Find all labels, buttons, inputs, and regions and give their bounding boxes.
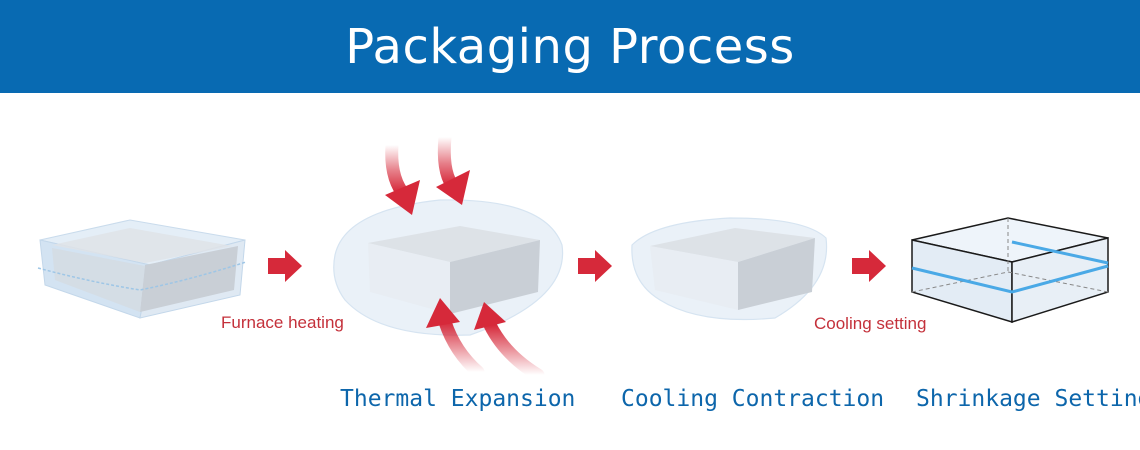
arrow-right-icon	[852, 250, 886, 282]
arrow-right-icon	[578, 250, 612, 282]
expanded-film-package	[333, 199, 564, 336]
wrapped-package	[37, 219, 247, 319]
process-diagram	[37, 130, 1109, 382]
page-title: Packaging Process	[345, 18, 795, 75]
contracted-film-package	[631, 217, 828, 321]
stage-thermal-expansion: Thermal Expansion	[340, 386, 576, 412]
arrow-right-icon	[268, 250, 302, 282]
cooling-setting-label: Cooling setting	[814, 314, 927, 333]
shrink-band	[911, 240, 1109, 294]
shrink-set-package	[911, 217, 1109, 324]
stage-cooling-contraction: Cooling Contraction	[621, 386, 885, 412]
furnace-heating-label: Furnace heating	[221, 313, 344, 332]
stage-shrinkage-setting: Shrinkage Setting	[916, 386, 1140, 412]
header-banner: Packaging Process	[0, 0, 1140, 93]
heat-arrows-top	[385, 130, 470, 215]
heat-arrows-bottom	[426, 298, 545, 382]
